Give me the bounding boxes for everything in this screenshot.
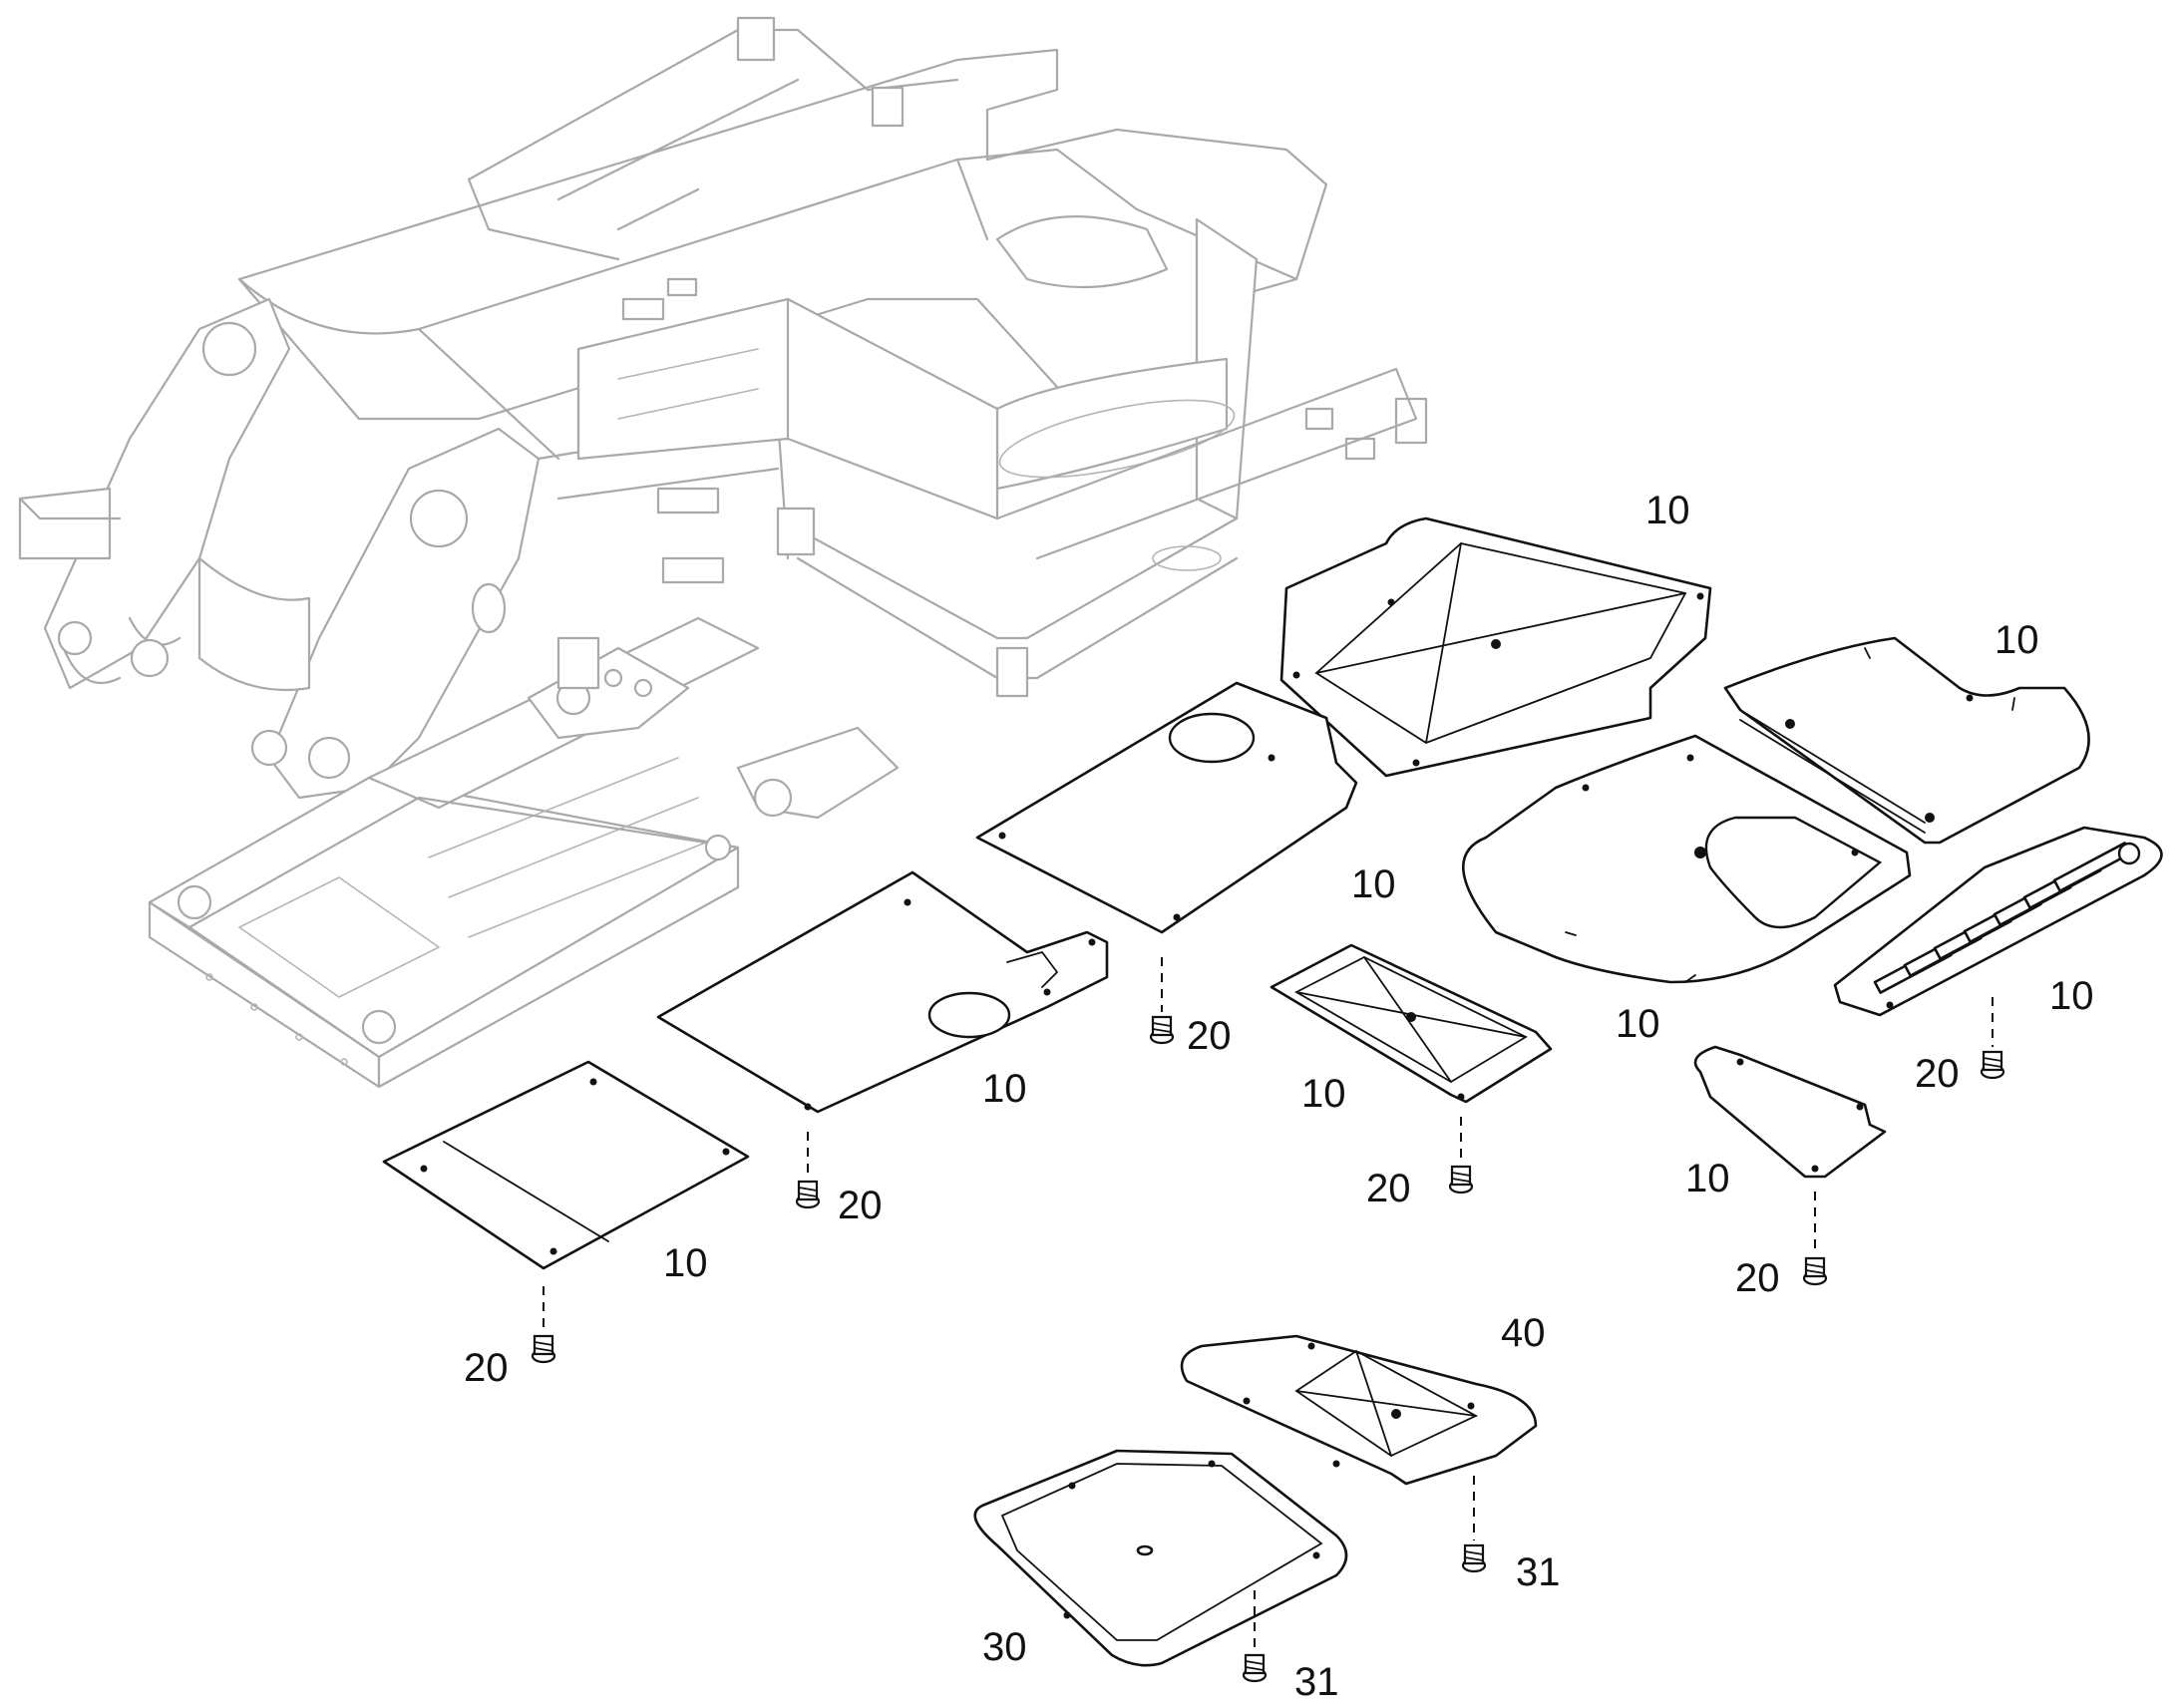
tray-cover-part-40 — [1180, 1334, 1538, 1486]
small-tray-plate — [1270, 943, 1553, 1104]
callout-labels: 10 10 10 10 10 10 10 10 10 10 10 20 20 2… — [464, 489, 2094, 1704]
callout-label: 31 — [1516, 1550, 1561, 1594]
upper-frame-assembly — [18, 16, 1428, 800]
callout-label: 20 — [1735, 1256, 1780, 1300]
callout-label: 20 — [838, 1184, 883, 1227]
callout-label: 20 — [1915, 1052, 1960, 1096]
callout-label: 10 — [1645, 489, 1690, 532]
bolt-icon — [1802, 1256, 1828, 1286]
callout-label: 31 — [1294, 1660, 1339, 1704]
callout-label: 20 — [464, 1346, 509, 1390]
callout-label: 10 — [663, 1241, 708, 1285]
callout-label: 10 — [1301, 1072, 1346, 1116]
cover-plate-with-round-cutout — [975, 681, 1358, 934]
bolt-icon — [1448, 1165, 1474, 1195]
callout-label: 10 — [2049, 974, 2094, 1018]
callout-label: 10 — [982, 1067, 1027, 1111]
bolt-icon — [531, 1334, 556, 1364]
callout-label: 10 — [1351, 862, 1396, 906]
bolt-icon — [795, 1180, 821, 1209]
bolt-icon — [1242, 1653, 1268, 1683]
cover-plate-top-tray — [1279, 516, 1712, 778]
bolt-icon — [1149, 1015, 1175, 1045]
bolts — [531, 1015, 2005, 1683]
bolt-icon — [1980, 1050, 2005, 1080]
callout-label: 10 — [1685, 1157, 1730, 1200]
callout-label: 20 — [1187, 1014, 1232, 1058]
callout-label: 10 — [1616, 1002, 1660, 1046]
cover-plate-with-tab — [656, 870, 1109, 1114]
callout-label: 30 — [982, 1625, 1027, 1669]
louvered-cover-plate — [1833, 826, 2163, 1017]
large-curved-cover-plate — [1462, 734, 1912, 984]
lower-frame-assembly — [148, 616, 900, 1089]
bolt-icon — [1461, 1543, 1487, 1573]
callout-label: 10 — [1995, 618, 2039, 662]
small-bracket-plate — [1693, 1045, 1887, 1179]
bolt-leaders — [543, 957, 1994, 1650]
bent-cover-plate-left — [382, 1060, 750, 1270]
louver-slots — [1873, 842, 2132, 994]
curved-cover-plate-upper-right — [1723, 636, 2090, 845]
callout-label: 20 — [1366, 1167, 1411, 1210]
callout-label: 40 — [1501, 1311, 1546, 1355]
tray-pan-part-30 — [973, 1449, 1348, 1667]
